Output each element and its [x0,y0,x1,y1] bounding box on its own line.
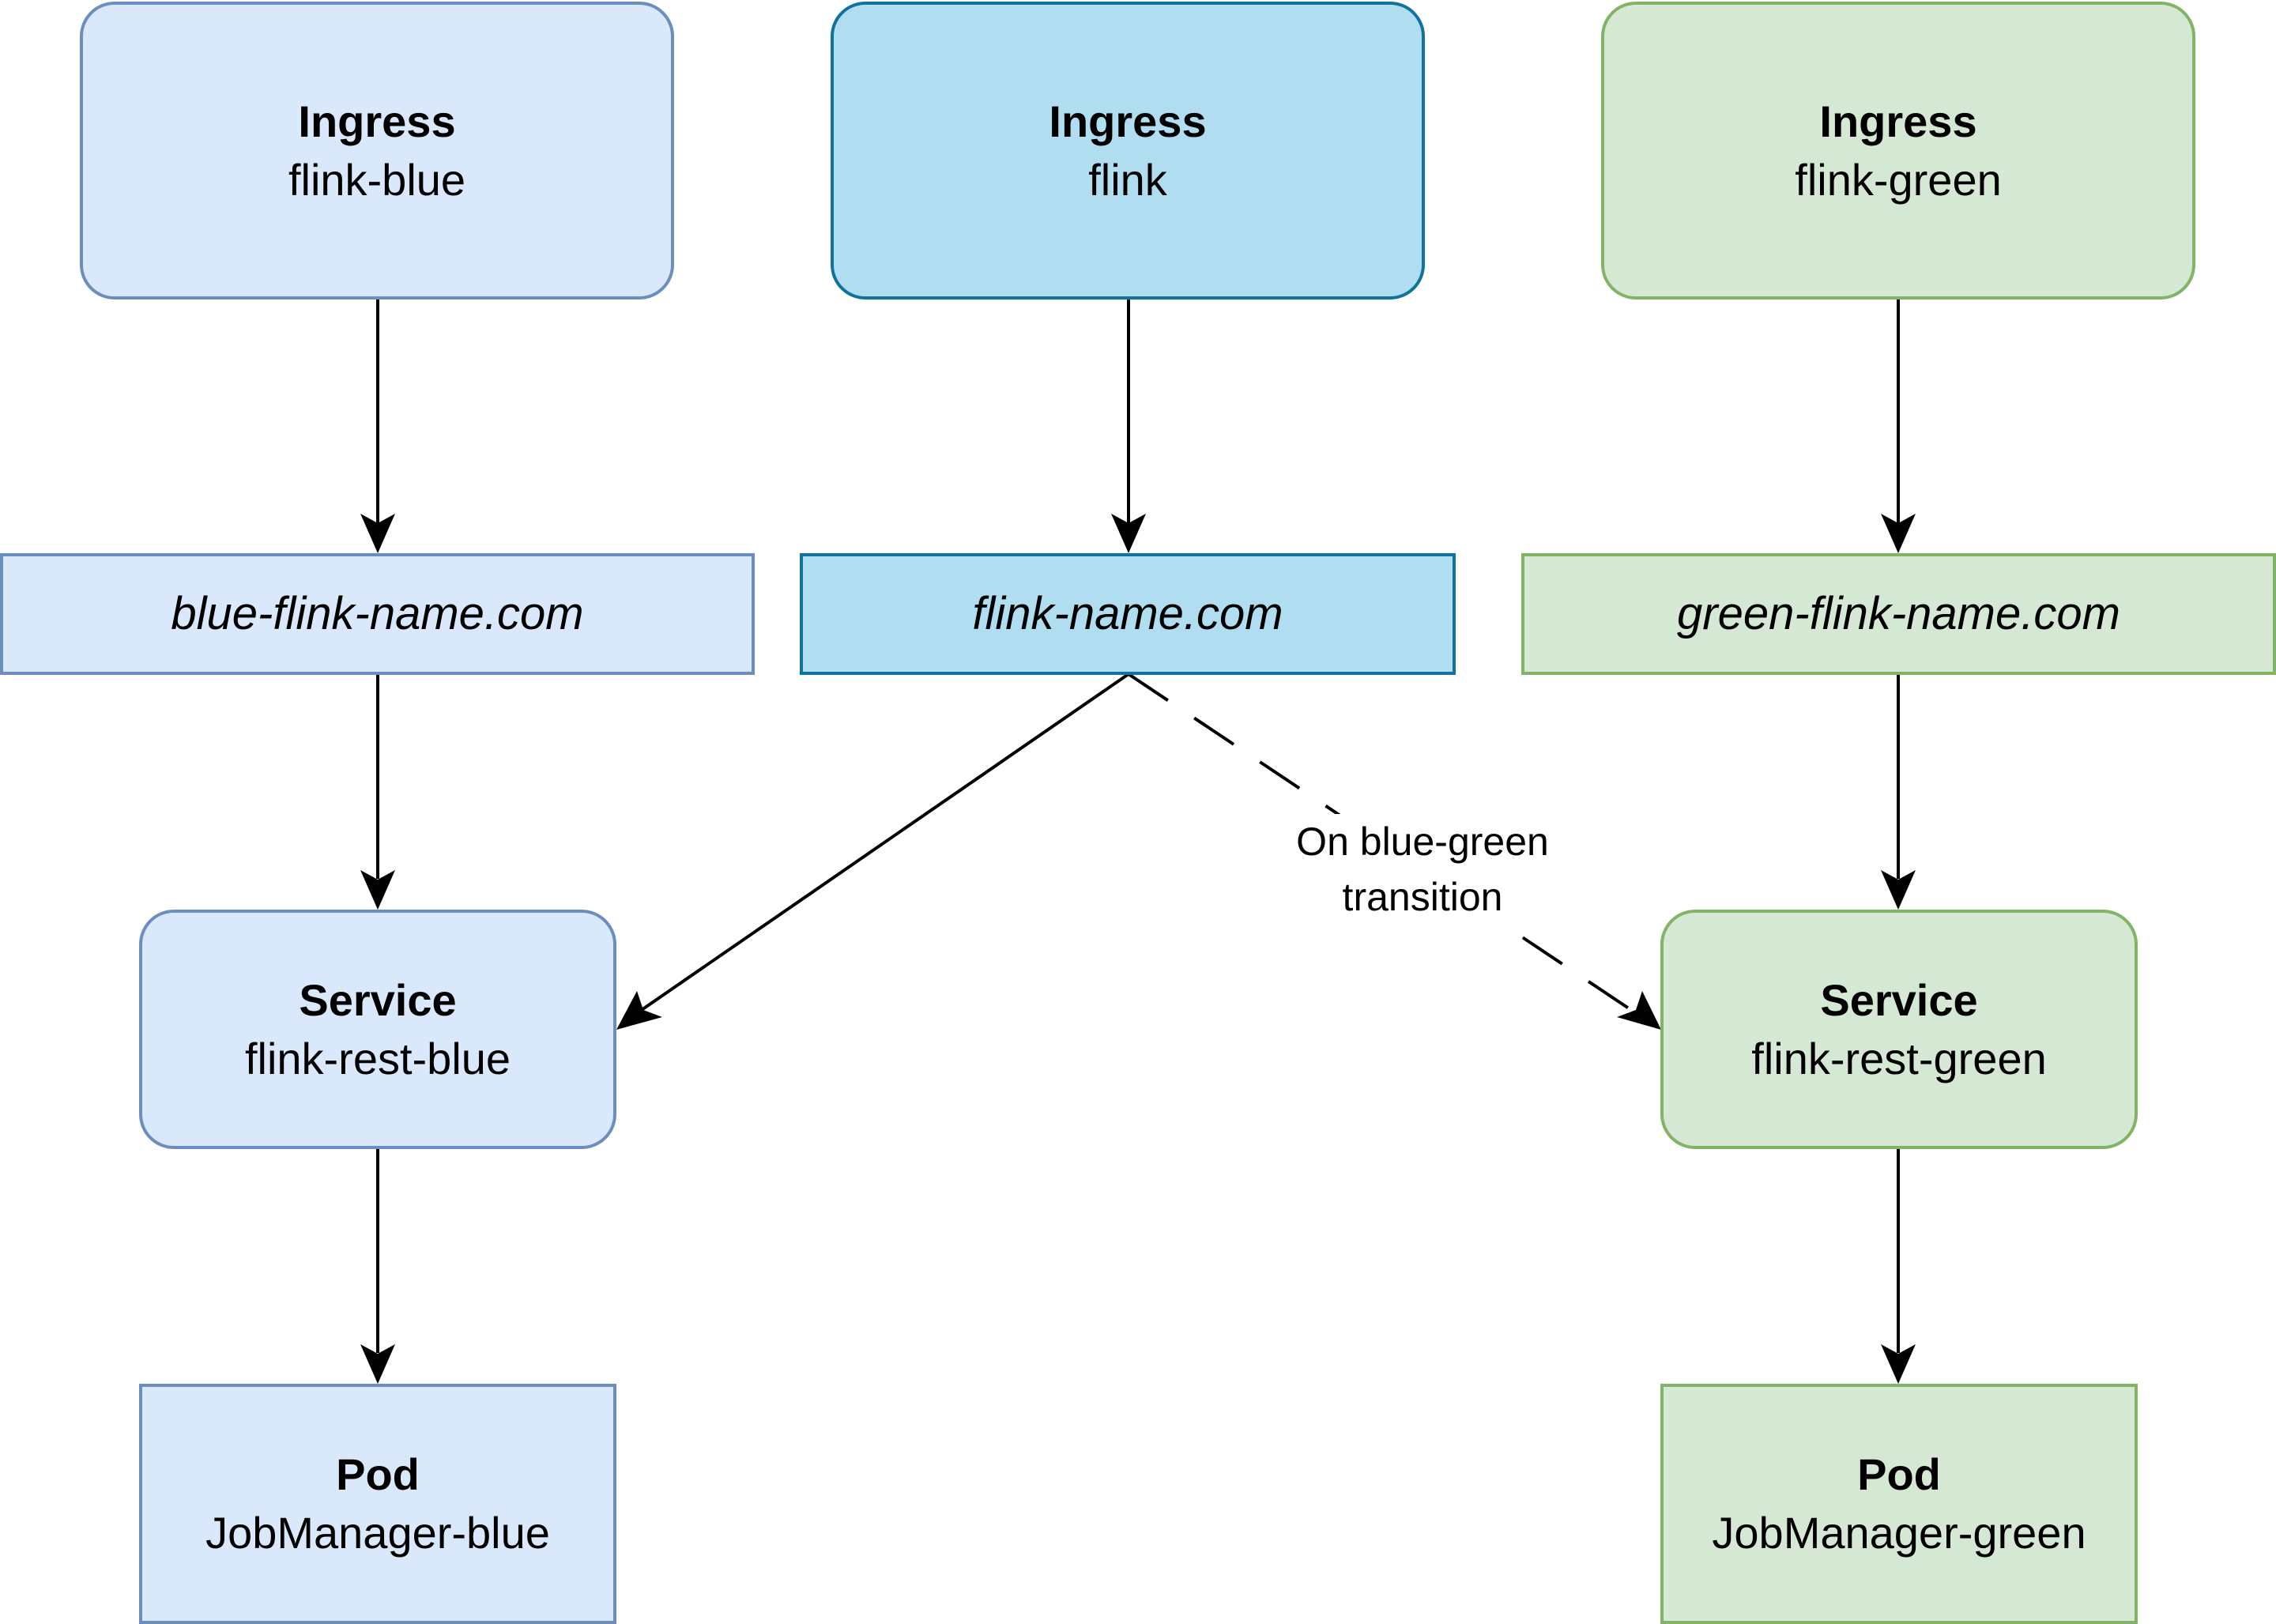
host-shared-node: flink-name.com [800,553,1456,675]
pod-blue-node: Pod JobManager-blue [139,1384,616,1624]
host-blue-label: blue-flink-name.com [171,588,584,639]
arrowhead-pod-green [1881,1344,1916,1384]
pod-blue-name: JobManager-blue [205,1508,550,1558]
service-green-node: Service flink-rest-green [1660,910,2138,1149]
ingress-blue-kind: Ingress [298,96,456,146]
arrowhead-service-green [1881,870,1916,910]
host-green-label: green-flink-name.com [1677,588,2120,639]
ingress-shared-name: flink [1088,154,1167,205]
ingress-shared-kind: Ingress [1049,96,1207,146]
service-blue-name: flink-rest-blue [244,1033,511,1083]
ingress-green-node: Ingress flink-green [1601,2,2195,300]
transition-label-line2: transition [1342,875,1503,919]
service-green-kind: Service [1820,974,1978,1025]
pod-blue-kind: Pod [336,1449,420,1499]
edge-host-shared-to-service-blue [635,673,1130,1015]
pod-green-node: Pod JobManager-green [1660,1384,2138,1624]
host-green-node: green-flink-name.com [1521,553,2276,675]
service-green-name: flink-rest-green [1751,1033,2047,1083]
ingress-blue-name: flink-blue [288,154,466,205]
arrowhead-pod-blue [360,1344,395,1384]
edge-host-shared-to-service-green-dashed [1127,673,1637,1015]
arrowhead-shared-to-service-green [1617,991,1661,1030]
arrowhead-service-blue [360,870,395,910]
service-blue-node: Service flink-rest-blue [139,910,616,1149]
ingress-blue-node: Ingress flink-blue [80,2,674,300]
transition-label-line1: On blue-green [1296,820,1549,864]
pod-green-kind: Pod [1857,1449,1941,1499]
arrowhead-host-shared [1111,514,1146,553]
host-shared-label: flink-name.com [972,588,1283,639]
ingress-green-kind: Ingress [1819,96,1977,146]
pod-green-name: JobManager-green [1712,1508,2086,1558]
arrowhead-shared-to-service-blue [616,991,662,1030]
arrowhead-host-green [1881,514,1916,553]
host-blue-node: blue-flink-name.com [0,553,755,675]
service-blue-kind: Service [299,974,457,1025]
ingress-green-name: flink-green [1795,154,2002,205]
ingress-shared-node: Ingress flink [831,2,1425,300]
transition-edge-label: On blue-green transition [1264,814,1581,925]
arrowhead-host-blue [360,514,395,553]
